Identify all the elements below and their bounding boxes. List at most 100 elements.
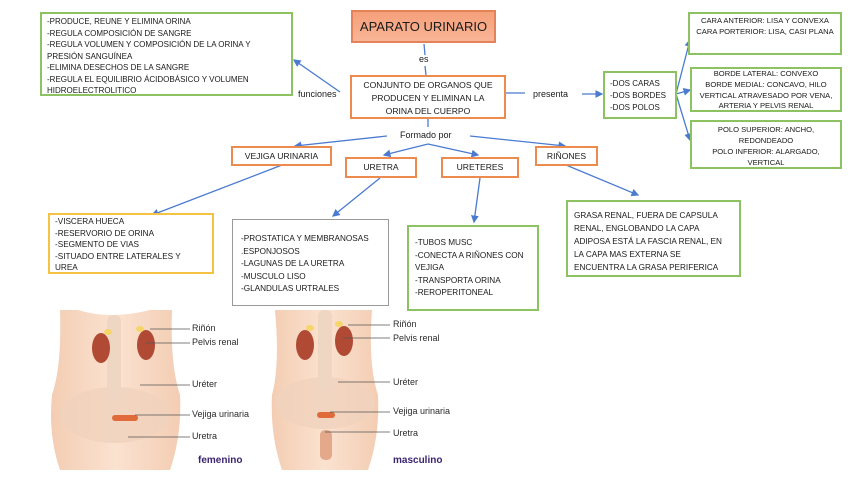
organ-ureteres: URETERES: [441, 157, 519, 178]
bordes-line: VERTICAL ATRAVESADO POR VENA,: [699, 90, 833, 100]
anatomy-label-uretra: Uretra: [393, 428, 419, 438]
detail-item: -REROPERITONEAL: [415, 288, 494, 297]
female-body-illustration: [51, 310, 190, 470]
anatomy-label-vejiga: Vejiga urinaria: [192, 409, 250, 419]
caras-box: CARA ANTERIOR: LISA Y CONVEXA CARA PORTE…: [688, 12, 842, 55]
detail-item: -VISCERA HUECA: [55, 217, 125, 226]
detail-item: -PROSTATICA Y MEMBRANOSAS: [241, 234, 369, 243]
arrow-rinones-details: [565, 164, 640, 197]
definition-box: CONJUNTO DE ORGANOS QUE PRODUCEN Y ELIMI…: [350, 75, 506, 119]
detail-item: -CONECTA A RIÑONES CON: [415, 250, 524, 260]
arrow-vejiga: [293, 135, 388, 150]
organ-label: URETERES: [456, 162, 504, 172]
page-title: APARATO URINARIO: [359, 19, 488, 34]
bordes-line: BORDE MEDIAL: CONCAVO, HILO: [705, 79, 827, 89]
arrow-vejiga-details: [150, 164, 283, 217]
polos-line: POLO INFERIOR: ALARGADO,: [712, 147, 820, 156]
anatomy-label-rinon: Riñón: [393, 319, 417, 329]
function-item: -PRODUCE, REUNE Y ELIMINA ORINA: [47, 17, 191, 26]
arrow-ureteres-details: [471, 177, 481, 224]
organ-vejiga: VEJIGA URINARIA: [231, 146, 332, 166]
detail-item: LA CAPA MAS EXTERNA SE: [574, 250, 681, 259]
anatomy-label-vejiga: Vejiga urinaria: [393, 406, 451, 416]
detail-item: RENAL, ENGLOBANDO LA CAPA: [574, 224, 700, 233]
connector-es: es: [419, 54, 429, 64]
presents-item: -DOS CARAS: [610, 79, 660, 88]
detail-item: -SEGMENTO DE VIAS: [55, 240, 140, 249]
detail-item: VEJIGA: [415, 263, 445, 272]
detail-item: GRASA RENAL, FUERA DE CAPSULA: [574, 211, 718, 220]
title-box: APARATO URINARIO: [351, 10, 496, 43]
rinones-details-box: GRASA RENAL, FUERA DE CAPSULA RENAL, ENG…: [566, 200, 741, 277]
organ-rinones: RIÑONES: [535, 146, 598, 166]
connector-formado-por: Formado por: [400, 130, 452, 140]
definition-line: CONJUNTO DE ORGANOS QUE: [363, 80, 493, 90]
polos-line: POLO SUPERIOR: ANCHO,: [717, 125, 815, 134]
bordes-box: BORDE LATERAL: CONVEXO BORDE MEDIAL: CON…: [690, 67, 842, 112]
organ-label: URETRA: [363, 162, 399, 172]
polos-line: VERTICAL: [747, 158, 785, 167]
polos-box: POLO SUPERIOR: ANCHO, REDONDEADO POLO IN…: [690, 120, 842, 169]
organ-label: RIÑONES: [546, 151, 587, 161]
uretra-details-box: -PROSTATICA Y MEMBRANOSAS .ESPONJOSOS -L…: [232, 219, 389, 306]
function-item: -ELIMINA DESECHOS DE LA SANGRE: [47, 63, 190, 72]
arrow-uretra-details: [331, 177, 381, 217]
vejiga-details-box: -VISCERA HUECA -RESERVORIO DE ORINA -SEG…: [48, 213, 214, 274]
detail-item: -TRANSPORTA ORINA: [415, 275, 501, 285]
anatomy-label-pelvis: Pelvis renal: [393, 333, 440, 343]
detail-item: -GLANDULAS URTRALES: [241, 284, 340, 293]
presents-item: -DOS BORDES: [610, 91, 667, 100]
bordes-line: ARTERIA Y PELVIS RENAL: [718, 101, 814, 111]
caras-line: CARA PORTERIOR: LISA, CASI PLANA: [696, 27, 834, 36]
connector-funciones: funciones: [298, 89, 337, 99]
kidney-right-icon: [137, 330, 155, 360]
polos-line: REDONDEADO: [738, 136, 794, 145]
definition-line: ORINA DEL CUERPO: [385, 105, 471, 116]
function-item: -REGULA COMPOSICIÓN DE SANGRE: [47, 28, 192, 38]
function-item: -REGULA VOLUMEN Y COMPOSICIÓN DE LA ORIN…: [47, 40, 251, 49]
bordes-line: BORDE LATERAL: CONVEXO: [713, 69, 819, 78]
kidney-left-icon: [296, 330, 314, 360]
arrow-caras: [675, 38, 693, 95]
anatomy-label-rinon: Riñón: [192, 323, 216, 333]
detail-item: UREA: [55, 263, 78, 272]
detail-item: -MUSCULO LISO: [241, 271, 306, 281]
arrow-ureteres: [427, 143, 480, 158]
arrow-bordes: [675, 88, 692, 96]
detail-item: ADIPOSA ESTÁ LA FASCIA RENAL, EN: [574, 237, 722, 246]
male-body-illustration: [271, 310, 390, 470]
anatomy-label-ureter: Uréter: [192, 379, 218, 389]
kidney-left-icon: [92, 333, 110, 363]
anatomy-label-pelvis: Pelvis renal: [192, 337, 239, 347]
arrow-rinones: [469, 135, 567, 150]
functions-box: -PRODUCE, REUNE Y ELIMINA ORINA -REGULA …: [40, 12, 293, 96]
ureteres-details-box: -TUBOS MUSC -CONECTA A RIÑONES CON VEJIG…: [407, 225, 539, 311]
detail-item: ENCUENTRA LA GRASA PERIFERICA: [574, 263, 719, 272]
arrow-uretra: [382, 143, 429, 158]
caras-line: CARA ANTERIOR: LISA Y CONVEXA: [700, 16, 829, 25]
line-title-es: [423, 43, 426, 56]
presents-item: -DOS POLOS: [610, 103, 660, 112]
arrow-funciones: [292, 59, 341, 93]
function-item: HIDROELECTROLITICO: [47, 86, 137, 95]
arrow-polos: [675, 93, 692, 142]
detail-item: -SITUADO ENTRE LATERALES Y: [55, 251, 181, 261]
anatomy-title-male: masculino: [393, 455, 443, 466]
detail-item: -TUBOS MUSC: [415, 238, 473, 247]
kidney-right-icon: [335, 326, 353, 356]
connector-presenta: presenta: [533, 89, 569, 99]
organ-uretra: URETRA: [345, 157, 417, 178]
presents-box: -DOS CARAS -DOS BORDES -DOS POLOS: [603, 71, 677, 119]
anatomy-label-uretra: Uretra: [192, 431, 218, 441]
function-item: -REGULA EL EQUILIBRIO ÁCIDOBÁSICO Y VOLU…: [47, 74, 249, 84]
organ-label: VEJIGA URINARIA: [244, 151, 319, 161]
anatomy-illustrations: [51, 310, 390, 470]
anatomy-title-female: femenino: [198, 455, 243, 466]
detail-item: -LAGUNAS DE LA URETRA: [241, 259, 345, 268]
definition-line: PRODUCEN Y ELIMINAN LA: [371, 92, 485, 103]
function-item: PRESIÓN SANGUÍNEA: [47, 51, 133, 61]
detail-item: .ESPONJOSOS: [241, 246, 300, 256]
line-es-definition: [424, 65, 427, 76]
detail-item: -RESERVORIO DE ORINA: [55, 228, 155, 238]
